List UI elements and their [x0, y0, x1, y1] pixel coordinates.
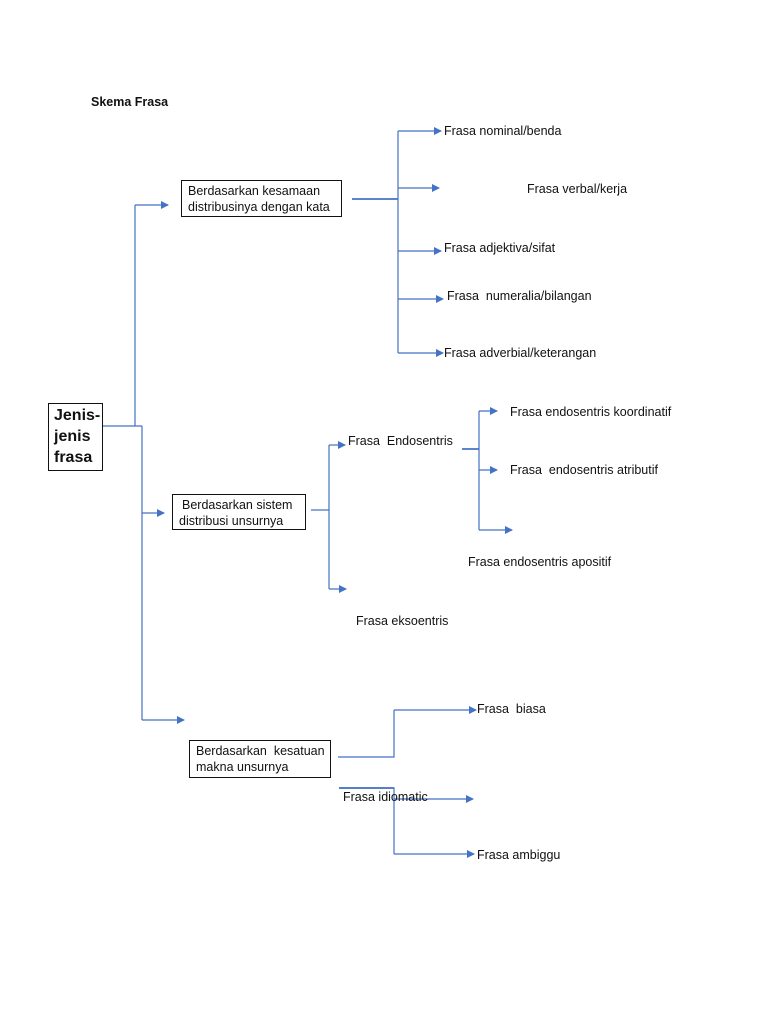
leaf-endosentris-atributif: Frasa endosentris atributif: [510, 463, 658, 477]
leaf-endosentris-apositif: Frasa endosentris apositif: [468, 555, 612, 569]
node-sistem-distribusi: Berdasarkan sistem distribusi unsurnya: [172, 494, 306, 530]
leaf-frasa-nominal: Frasa nominal/benda: [444, 124, 562, 138]
diagram-title: Skema Frasa: [91, 95, 169, 109]
leaf-frasa-verbal: Frasa verbal/kerja: [527, 182, 628, 196]
leaf-frasa-numeralia: Frasa numeralia/bilangan: [447, 289, 592, 303]
leaf-frasa-endosentris: Frasa Endosentris: [348, 434, 453, 448]
leaf-frasa-adverbial: Frasa adverbial/keterangan: [444, 346, 597, 360]
root-line-1: Jenis-: [54, 407, 101, 424]
root-node: Jenis- jenis frasa: [48, 403, 103, 471]
node-distribusi-kata-line-2: distribusinya dengan kata: [188, 200, 330, 214]
node-sistem-distribusi-line-2: distribusi unsurnya: [179, 514, 284, 528]
node-kesatuan-makna-line-1: Berdasarkan kesatuan: [196, 744, 325, 758]
node-distribusi-kata: Berdasarkan kesamaan distribusinya denga…: [181, 180, 342, 217]
node-sistem-distribusi-line-1: Berdasarkan sistem: [182, 498, 293, 512]
node-kesatuan-makna-line-2: makna unsurnya: [196, 760, 289, 774]
leaf-frasa-idiomatic: Frasa idiomatic: [343, 790, 428, 804]
leaf-frasa-ambiggu: Frasa ambiggu: [477, 848, 561, 862]
node-kesatuan-makna: Berdasarkan kesatuan makna unsurnya: [189, 740, 331, 778]
leaf-endosentris-koordinatif: Frasa endosentris koordinatif: [510, 405, 672, 419]
connector-g3-stub: [338, 710, 395, 758]
node-distribusi-kata-line-1: Berdasarkan kesamaan: [188, 184, 321, 198]
leaf-frasa-adjektiva: Frasa adjektiva/sifat: [444, 241, 556, 255]
root-line-3: frasa: [54, 449, 93, 466]
leaf-frasa-eksoentris: Frasa eksoentris: [356, 614, 449, 628]
leaf-frasa-biasa: Frasa biasa: [477, 702, 546, 716]
root-line-2: jenis: [54, 428, 91, 445]
